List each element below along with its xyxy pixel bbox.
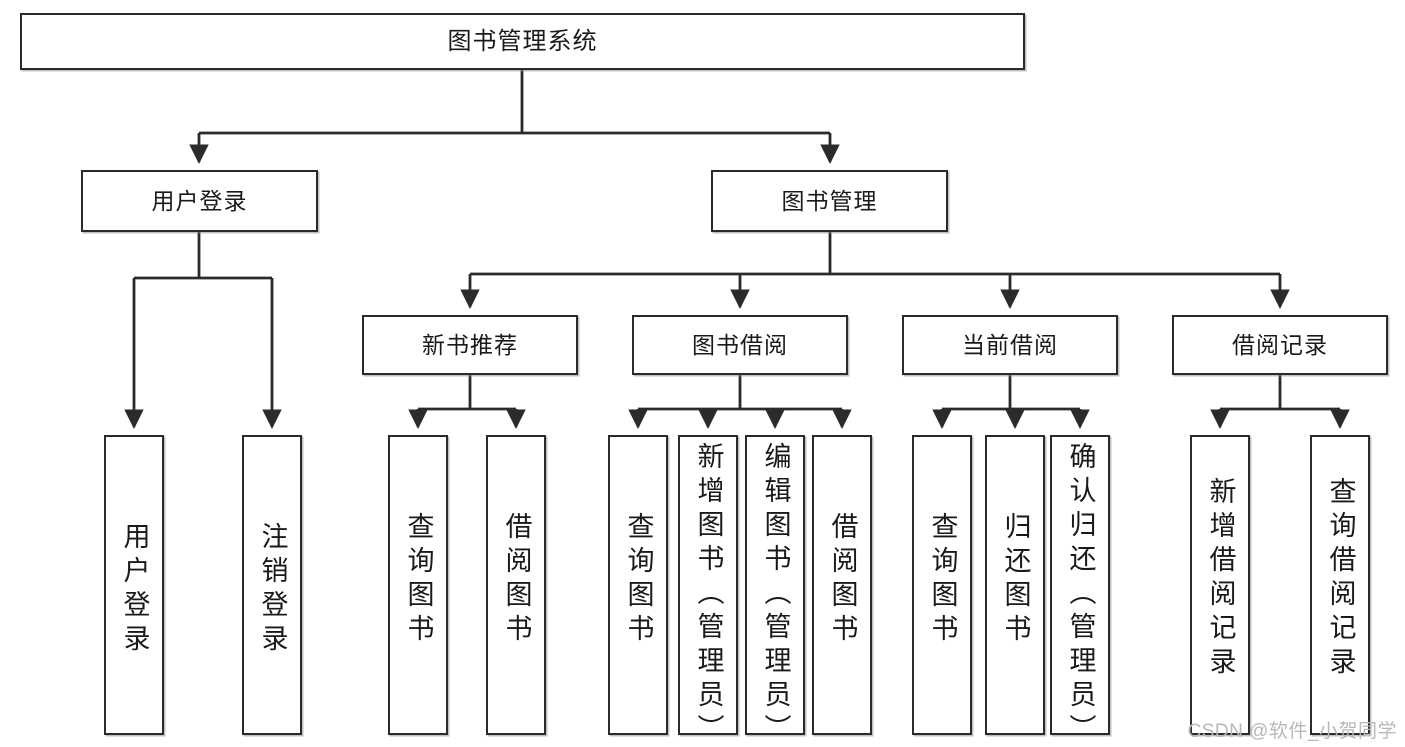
node-new-book-recommend-label: 新书推荐 (422, 331, 518, 358)
node-leaf-return-book[interactable]: 归还图书 (985, 435, 1045, 735)
node-user-login-label: 用户登录 (151, 187, 248, 214)
node-leaf-add-book-label: 新增图书（管理员） (693, 442, 724, 747)
node-leaf-query-book-borrow-label: 查询图书 (623, 512, 654, 648)
node-borrow-record[interactable]: 借阅记录 (1172, 315, 1388, 375)
node-borrow-record-label: 借阅记录 (1232, 331, 1328, 358)
node-leaf-borrow-book-borrow-label: 借阅图书 (827, 512, 858, 648)
node-current-borrow-label: 当前借阅 (962, 331, 1058, 358)
node-leaf-edit-book[interactable]: 编辑图书（管理员） (745, 435, 805, 747)
node-leaf-add-borrow-record-label: 新增借阅记录 (1205, 477, 1236, 681)
node-leaf-query-book-borrow[interactable]: 查询图书 (608, 435, 668, 735)
node-leaf-query-book-current-label: 查询图书 (927, 512, 958, 648)
node-leaf-add-borrow-record[interactable]: 新增借阅记录 (1190, 435, 1250, 735)
csdn-watermark: CSDN @软件_小贺同学 (1187, 721, 1397, 742)
node-leaf-query-book-recommend[interactable]: 查询图书 (388, 435, 448, 735)
node-leaf-add-book[interactable]: 新增图书（管理员） (678, 435, 738, 747)
node-leaf-query-borrow-record-label: 查询借阅记录 (1325, 477, 1356, 681)
node-leaf-user-login-label: 用户登录 (119, 522, 150, 658)
node-leaf-confirm-return[interactable]: 确认归还（管理员） (1050, 435, 1110, 747)
node-book-borrow[interactable]: 图书借阅 (632, 315, 848, 375)
node-root-label: 图书管理系统 (447, 27, 598, 55)
node-leaf-query-book-recommend-label: 查询图书 (403, 512, 434, 648)
node-book-manage-label: 图书管理 (781, 187, 878, 214)
node-leaf-query-borrow-record[interactable]: 查询借阅记录 (1310, 435, 1370, 735)
node-current-borrow[interactable]: 当前借阅 (902, 315, 1118, 375)
node-new-book-recommend[interactable]: 新书推荐 (362, 315, 578, 375)
node-leaf-user-logout-label: 注销登录 (257, 522, 288, 658)
node-user-login[interactable]: 用户登录 (81, 170, 318, 232)
node-leaf-return-book-label: 归还图书 (1000, 512, 1031, 648)
node-root[interactable]: 图书管理系统 (20, 13, 1025, 70)
node-leaf-query-book-current[interactable]: 查询图书 (912, 435, 972, 735)
node-leaf-borrow-book-recommend[interactable]: 借阅图书 (486, 435, 546, 735)
node-book-borrow-label: 图书借阅 (692, 331, 788, 358)
node-leaf-borrow-book-borrow[interactable]: 借阅图书 (812, 435, 872, 735)
node-leaf-user-logout[interactable]: 注销登录 (242, 435, 302, 735)
node-leaf-user-login[interactable]: 用户登录 (104, 435, 164, 735)
node-leaf-borrow-book-recommend-label: 借阅图书 (501, 512, 532, 648)
node-book-manage[interactable]: 图书管理 (711, 170, 948, 232)
node-leaf-confirm-return-label: 确认归还（管理员） (1065, 442, 1096, 747)
node-leaf-edit-book-label: 编辑图书（管理员） (760, 442, 791, 747)
